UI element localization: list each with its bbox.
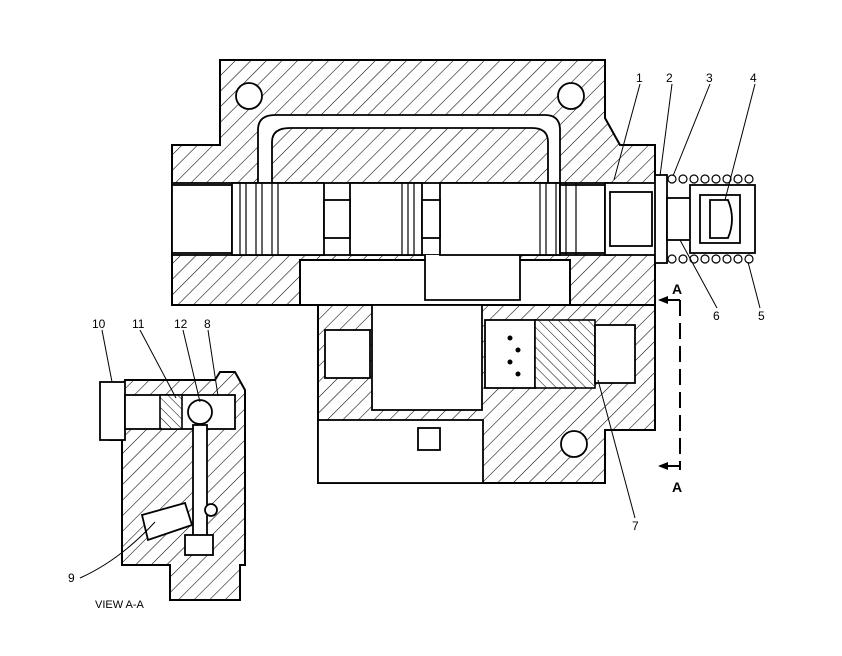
- callout-7: 7: [632, 519, 639, 533]
- view-a-a-detail: [99, 371, 246, 601]
- spring-assembly: [604, 174, 756, 264]
- callout-1: 1: [636, 71, 643, 85]
- callout-10: 10: [92, 317, 106, 331]
- callout-6: 6: [713, 309, 720, 323]
- section-line: [658, 296, 681, 470]
- lower-valve: [324, 319, 636, 451]
- view-label: VIEW A-A: [95, 599, 145, 611]
- section-letter-top: A: [672, 281, 682, 297]
- spool: [171, 182, 606, 256]
- section-letter-bottom: A: [672, 479, 682, 495]
- callout-11: 11: [132, 317, 145, 331]
- callout-3: 3: [706, 71, 713, 85]
- callout-8: 8: [204, 317, 211, 331]
- callout-leaders: [79, 83, 761, 579]
- callout-9: 9: [68, 571, 75, 585]
- spring-coils: [667, 174, 754, 264]
- callout-2: 2: [666, 71, 673, 85]
- callout-4: 4: [750, 71, 757, 85]
- callout-5: 5: [758, 309, 765, 323]
- callout-12: 12: [174, 317, 188, 331]
